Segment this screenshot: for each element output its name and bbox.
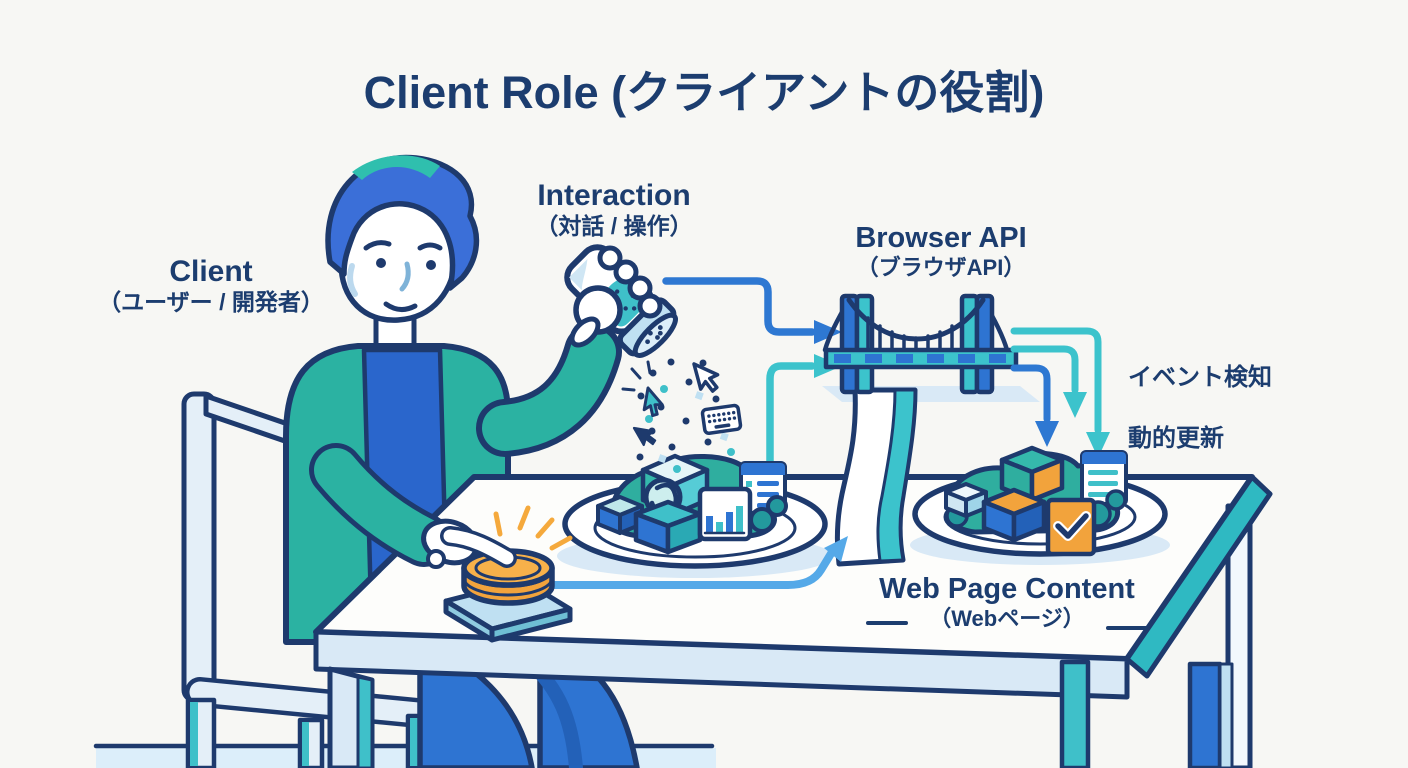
page-title: Client Role (クライアントの役割) <box>363 67 1045 118</box>
label-interaction-en: Interaction <box>537 179 691 212</box>
chair <box>93 391 716 768</box>
check-card-icon <box>1045 497 1097 557</box>
arrow-interaction-to-api <box>662 277 842 344</box>
label-client: Client （ユーザー / 開発者） <box>98 254 324 317</box>
holding-hand <box>569 245 663 348</box>
web-content-plate <box>910 445 1170 565</box>
label-dynamic-update: 動的更新 <box>1128 425 1224 452</box>
click-rays <box>621 360 652 392</box>
label-interaction: Interaction （対話 / 操作） <box>535 178 692 241</box>
label-dashes <box>866 621 1148 630</box>
arrow-dynamic-update <box>1010 364 1059 447</box>
label-client-en: Client <box>169 255 253 288</box>
label-client-ja: （ユーザー / 開発者） <box>98 289 324 316</box>
label-browser-api-ja: （ブラウザAPI） <box>856 255 1026 281</box>
press-rays <box>493 505 573 551</box>
arrow-button-to-api <box>548 536 848 589</box>
bar-chart-window-icon <box>697 486 753 542</box>
push-button-icon <box>443 505 573 643</box>
label-interaction-ja: （対話 / 操作） <box>535 213 693 240</box>
label-browser-api: Browser API （ブラウザAPI） <box>855 221 1026 281</box>
pointing-hand <box>309 443 517 569</box>
label-event-detection: イベント検知 <box>1128 364 1272 391</box>
cursor-icon <box>632 362 720 447</box>
bridge-icon <box>822 293 1040 567</box>
label-web-page-content-ja: （Webページ） <box>929 606 1085 632</box>
label-web-page-content-en: Web Page Content <box>879 573 1135 605</box>
keyboard-icon <box>700 403 743 435</box>
label-browser-api-en: Browser API <box>855 222 1027 254</box>
interaction-plate <box>557 453 833 578</box>
arrow-event-detection <box>1010 327 1110 458</box>
label-web-page-content: Web Page Content （Webページ） <box>879 572 1135 632</box>
interaction-particles <box>621 358 743 473</box>
